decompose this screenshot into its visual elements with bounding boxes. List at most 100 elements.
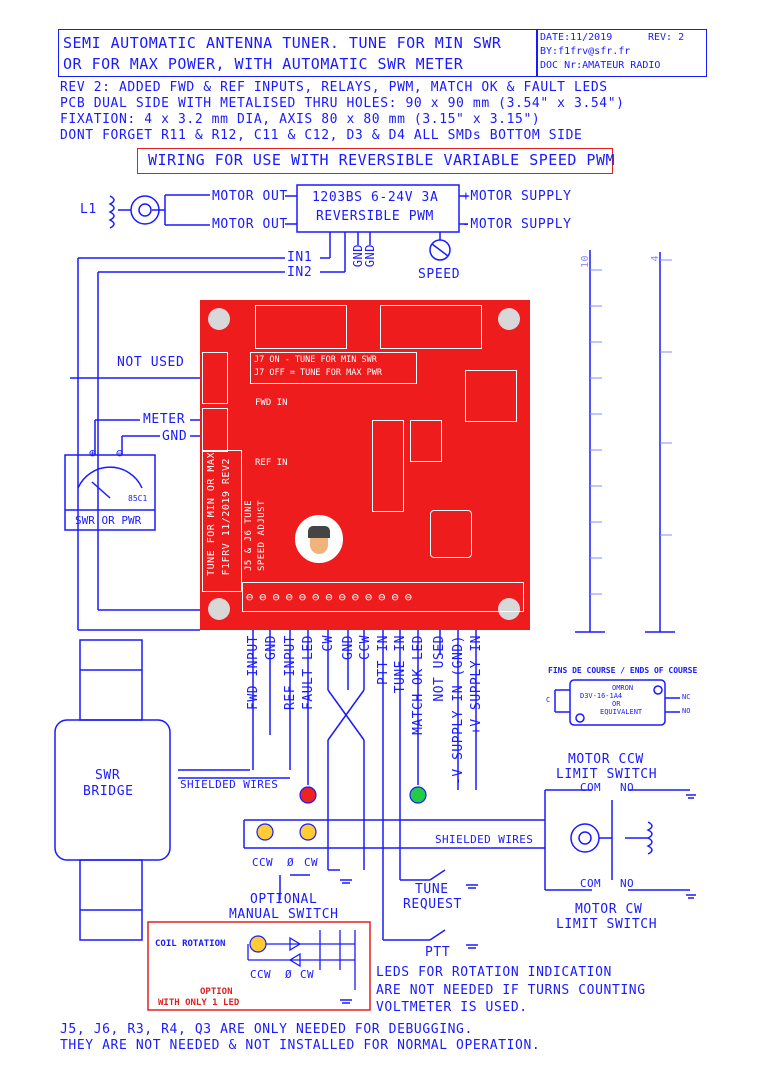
meter-model: 85C1: [128, 494, 148, 503]
swr-bridge-label-1: SWR: [95, 768, 121, 783]
pcb-side-text-1: TUNE FOR MIN OR MAX: [206, 452, 217, 576]
conn-cw: CW: [321, 635, 336, 652]
pwm-type: REVERSIBLE PWM: [316, 209, 434, 224]
optional-label-1: OPTIONAL: [250, 892, 318, 907]
plus-icon: ⊕: [89, 446, 97, 460]
j7-on-text: J7 ON - TUNE FOR MIN SWR: [254, 355, 377, 365]
leds-note-2: ARE NOT NEEDED IF TURNS COUNTING: [376, 983, 646, 998]
pcb-side-text-2: F1FRV 11/2019 REV2: [221, 458, 232, 576]
meter-label: METER: [143, 412, 186, 427]
limit-or: OR: [612, 700, 621, 708]
rev-label: REV: 2: [648, 32, 685, 43]
conn-fault-led: FAULT LED: [301, 635, 316, 710]
conn-ref-input: REF INPUT: [283, 635, 298, 710]
cw-switch-label-2: LIMIT SWITCH: [556, 917, 658, 932]
relay-right: [380, 305, 482, 349]
terminal-strip-dots: ⊖⊖⊖⊖⊖⊖⊖⊖⊖⊖⊖⊖⊖: [246, 590, 418, 604]
limit-no: NO: [682, 707, 691, 715]
title-box: [58, 29, 538, 77]
match-ok-led-icon: [409, 786, 427, 804]
cw-com: COM: [580, 877, 602, 890]
author-email: BY:f1frv@sfr.fr: [540, 46, 631, 57]
manual-zero: Ø: [287, 856, 295, 869]
footer-line-2: THEY ARE NOT NEEDED & NOT INSTALLED FOR …: [60, 1038, 541, 1053]
conn-gnd-1: GND: [264, 635, 279, 660]
optional-label-2: MANUAL SWITCH: [229, 907, 339, 922]
conn-gnd-2: GND: [341, 635, 356, 660]
leds-note-3: VOLTMETER IS USED.: [376, 1000, 528, 1015]
gnd2-label: GND: [363, 244, 377, 268]
motor-supply-minus: -MOTOR SUPPLY: [462, 217, 572, 232]
ccw-switch-label-1: MOTOR CCW: [568, 752, 644, 767]
ccw-led-icon: [256, 823, 274, 841]
cw-led-icon: [299, 823, 317, 841]
component-block: [430, 510, 472, 558]
motor-out-2-label: MOTOR OUT: [212, 217, 288, 232]
l1-label: L1: [80, 202, 97, 217]
title-line-1: SEMI AUTOMATIC ANTENNA TUNER. TUNE FOR M…: [63, 34, 502, 52]
fwd-in-text: FWD IN: [255, 398, 288, 408]
opt-ccw: CCW: [250, 968, 272, 981]
option-label-2: WITH ONLY 1 LED: [158, 998, 240, 1008]
ic-chip: [372, 420, 404, 512]
mounting-hole-icon: [498, 598, 520, 620]
opt-zero: Ø: [285, 968, 293, 981]
speed-label: SPEED: [418, 267, 461, 282]
side-text-box: [202, 450, 242, 592]
info-box: [536, 29, 707, 77]
title-line-2: OR FOR MAX POWER, WITH AUTOMATIC SWR MET…: [63, 55, 464, 73]
j5-text-2: SPEED ADJUST: [257, 500, 267, 572]
date-label: DATE:11/2019: [540, 32, 613, 43]
mounting-hole-icon: [498, 308, 520, 330]
conn-v-supply-plus: +V SUPPLY IN: [469, 635, 484, 735]
ptt-label: PTT: [425, 945, 451, 960]
manual-ccw: CCW: [252, 856, 274, 869]
doc-number: DOC Nr:AMATEUR RADIO: [540, 60, 661, 71]
coil-rotation-label: COIL ROTATION: [155, 939, 226, 949]
not-used-label: NOT USED: [117, 355, 185, 370]
ccw-switch-label-2: LIMIT SWITCH: [556, 767, 658, 782]
j5-text-1: J5 & J6 TUNE: [244, 500, 254, 572]
option-label-1: OPTION: [200, 987, 233, 997]
note-line-3: FIXATION: 4 x 3.2 mm DIA, AXIS 80 x 80 m…: [60, 112, 541, 127]
note-line-4: DONT FORGET R11 & R12, C11 & C12, D3 & D…: [60, 128, 583, 143]
opt-cw: CW: [300, 968, 315, 981]
coil-rotation-led-icon: [249, 935, 267, 953]
in1-label: IN1: [287, 250, 313, 265]
wiring-title: WIRING FOR USE WITH REVERSIBLE VARIABLE …: [148, 151, 616, 169]
omron-label: OMRON: [612, 684, 634, 692]
tune-request-2: REQUEST: [403, 897, 462, 912]
captain-logo-icon: [295, 515, 343, 563]
manual-cw: CW: [304, 856, 319, 869]
gnd-label: GND: [162, 429, 188, 444]
ruler-in-label: 4: [650, 255, 661, 262]
relay-left: [255, 305, 347, 349]
swr-bridge-label-2: BRIDGE: [83, 784, 134, 799]
footer-line-1: J5, J6, R3, R4, Q3 ARE ONLY NEEDED FOR D…: [60, 1022, 473, 1037]
ref-in-text: REF IN: [255, 458, 288, 468]
shielded-wires-2: SHIELDED WIRES: [435, 833, 534, 846]
cw-switch-label-1: MOTOR CW: [575, 902, 643, 917]
limit-model: D3V-16-1A4: [580, 692, 623, 700]
in2-label: IN2: [287, 265, 313, 280]
conn-fwd-input: FWD INPUT: [246, 635, 261, 710]
shielded-wires-1: SHIELDED WIRES: [180, 778, 279, 791]
terminal-block-left-mid: [202, 408, 228, 452]
limit-equivalent: EQUIVALENT: [600, 708, 643, 716]
conn-match-ok-led: MATCH OK LED: [411, 635, 426, 735]
note-line-1: REV 2: ADDED FWD & REF INPUTS, RELAYS, P…: [60, 80, 608, 95]
j7-box: [250, 352, 417, 384]
conn-not-used: NOT USED: [432, 635, 447, 702]
j7-off-text: J7 OFF = TUNE FOR MAX PWR: [254, 368, 382, 378]
ccw-com: COM: [580, 781, 602, 794]
component-block: [465, 370, 517, 422]
conn-tune-in: TUNE IN: [393, 635, 408, 694]
pcb-board: J7 ON - TUNE FOR MIN SWR J7 OFF = TUNE F…: [200, 300, 530, 630]
limit-c: C: [546, 696, 551, 704]
swr-or-pwr-label: SWR OR PWR: [75, 514, 142, 527]
ccw-no: NO: [620, 781, 635, 794]
ends-title: FINS DE COURSE / ENDS OF COURSE: [548, 666, 698, 675]
tune-request-1: TUNE: [415, 882, 449, 897]
conn-ptt-in: PTT IN: [376, 635, 391, 685]
